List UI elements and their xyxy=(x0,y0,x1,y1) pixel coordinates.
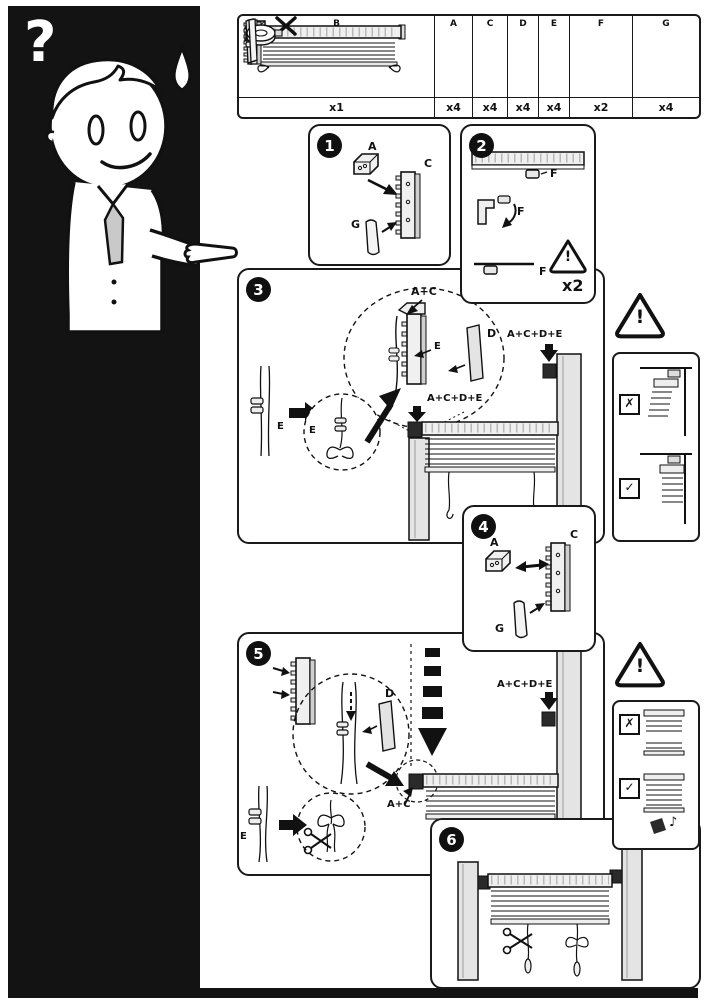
step-5-panel: 5 xyxy=(237,632,605,876)
bottom-black-bar xyxy=(8,988,698,998)
part-a-bracket-illustration xyxy=(244,20,472,97)
label-a-plus-c: A+C xyxy=(411,285,437,298)
part-f-clip-illustration xyxy=(246,24,632,97)
step-2-number: 2 xyxy=(469,133,494,158)
do-dont-illustration-step3 xyxy=(640,367,692,524)
label-g: G xyxy=(351,218,361,231)
step-6-illustration xyxy=(457,847,643,981)
label-acde: A+C+D+E xyxy=(497,679,553,690)
question-mark: ? xyxy=(24,10,57,75)
exclamation-icon: ! xyxy=(564,249,572,265)
part-cell-d: D x4 xyxy=(245,16,539,117)
part-g-strip-illustration xyxy=(248,18,699,97)
label-e-zoom: E xyxy=(309,425,316,436)
label-a: A xyxy=(490,536,499,549)
step-4-panel: 4 A C G xyxy=(462,505,596,652)
parts-list: B xyxy=(237,14,701,119)
part-letter: C xyxy=(486,19,494,29)
part-letter: E xyxy=(550,19,558,29)
part-letter: B xyxy=(333,19,340,29)
warning-triangle-step5: ! xyxy=(613,640,667,688)
step-1-panel: 1 A C G xyxy=(308,124,451,266)
step-3-panel: 3 xyxy=(237,268,605,544)
part-letter: D xyxy=(519,19,527,29)
step-4-illustration xyxy=(485,542,571,639)
mascot-man-illustration xyxy=(45,44,238,334)
label-f-top: F xyxy=(550,167,558,180)
step-2-panel: 2 F F F ! x2 xyxy=(460,124,596,304)
right-checkbox: ✓ xyxy=(619,778,640,799)
label-c: C xyxy=(570,528,579,541)
do-dont-callout-step5: ✗ ✓ ♪ xyxy=(612,700,700,850)
label-e-detail: E xyxy=(434,341,441,352)
label-acde-left: A+C+D+E xyxy=(427,393,483,404)
step-5-illustration xyxy=(248,644,582,863)
part-cell-a: A x4 xyxy=(244,16,473,117)
step-2-illustration xyxy=(471,151,585,275)
step-3-number: 3 xyxy=(246,277,271,302)
press-click-icon xyxy=(650,818,666,834)
part-qty: x2 xyxy=(570,97,632,117)
do-dont-illustration-step5 xyxy=(643,709,685,834)
label-a-plus-c: A+C xyxy=(387,799,411,810)
tie xyxy=(103,201,125,266)
part-qty: x1 xyxy=(239,97,434,117)
label-c: C xyxy=(424,157,433,170)
part-qty: x4 xyxy=(633,97,699,117)
label-a: A xyxy=(368,140,377,153)
part-cell-e: E x4 xyxy=(245,16,570,117)
pointing-hand xyxy=(183,242,238,264)
part-qty: x4 xyxy=(539,97,569,117)
label-e-cord: E xyxy=(277,421,284,432)
part-letter: G xyxy=(662,19,670,29)
label-d: D xyxy=(385,687,395,700)
step-1-illustration xyxy=(353,153,421,256)
step-6-panel: 6 xyxy=(430,818,701,989)
label-g: G xyxy=(495,622,505,635)
part-cell-f: F x2 xyxy=(246,16,633,117)
step-6-number: 6 xyxy=(439,827,464,852)
label-e: E xyxy=(240,831,247,842)
part-cell-g: G x4 xyxy=(248,16,699,117)
click-sound-note-icon: ♪ xyxy=(669,815,678,830)
part-d-plate-illustration xyxy=(245,18,538,97)
step-4-number: 4 xyxy=(471,514,496,539)
repeat-count: x2 xyxy=(562,276,584,295)
label-f-mid: F xyxy=(517,205,525,218)
warning-triangle-step3: ! xyxy=(613,291,667,339)
step-1-number: 1 xyxy=(317,133,342,158)
part-letter: A xyxy=(450,19,457,29)
do-dont-callout-step3: ✗ ✓ xyxy=(612,352,700,542)
wrong-checkbox: ✗ xyxy=(619,714,640,735)
part-qty: x4 xyxy=(508,97,538,117)
part-e-cord-clip-illustration xyxy=(245,18,569,97)
hair xyxy=(50,58,162,120)
right-checkbox: ✓ xyxy=(619,478,640,499)
label-f-bottom: F xyxy=(539,265,547,278)
exclamation-icon: ! xyxy=(635,655,645,677)
step-3-illustration xyxy=(250,287,582,541)
exclamation-icon: ! xyxy=(635,306,645,328)
part-qty: x4 xyxy=(435,97,472,117)
part-cell-c: C x4 xyxy=(243,16,508,117)
step-5-number: 5 xyxy=(246,641,271,666)
label-acde-top: A+C+D+E xyxy=(507,329,563,340)
part-b-blind-illustration xyxy=(239,16,434,97)
wrong-checkbox: ✗ xyxy=(619,394,640,415)
part-c-bracket-illustration xyxy=(243,19,507,97)
part-letter: F xyxy=(597,19,605,29)
warning-triangle-step2: ! xyxy=(548,238,588,274)
part-qty: x4 xyxy=(473,97,507,117)
part-cell-b: B xyxy=(239,16,435,117)
label-d: D xyxy=(487,327,497,340)
